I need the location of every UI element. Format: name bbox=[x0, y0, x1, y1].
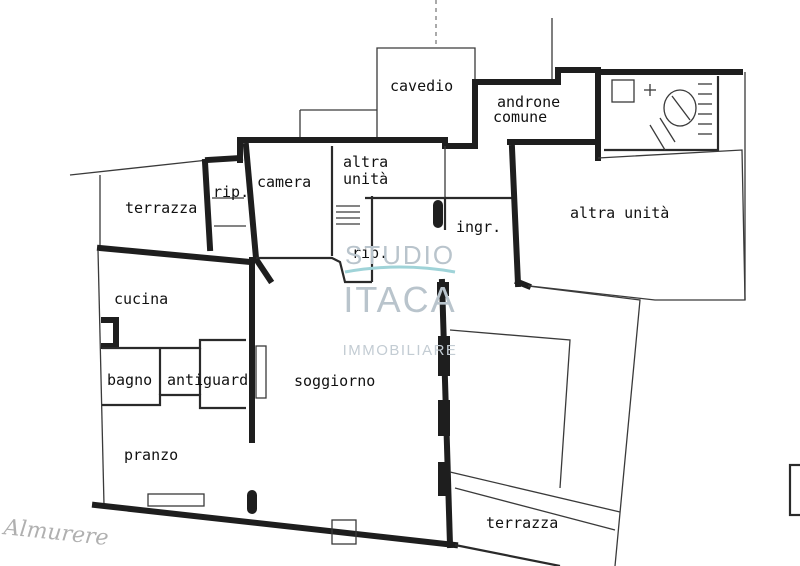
label-guard: guard bbox=[203, 371, 248, 389]
label-cucina: cucina bbox=[114, 290, 168, 308]
label-anti: anti bbox=[167, 371, 203, 389]
watermark: STUDIO ITACA IMMOBILIARE bbox=[343, 240, 458, 359]
stamp-handwriting: Almurere bbox=[1, 515, 110, 551]
label-androne: androne bbox=[497, 93, 560, 111]
label-terrazza-upper: terrazza bbox=[125, 199, 197, 217]
label-cavedio: cavedio bbox=[390, 77, 453, 95]
label-comune: comune bbox=[493, 108, 547, 126]
label-terrazza-lower: terrazza bbox=[486, 514, 558, 532]
edge-frame bbox=[788, 463, 800, 517]
upper-block-walls bbox=[299, 18, 746, 300]
label-bagno: bagno bbox=[107, 371, 152, 389]
watermark-immobiliare: IMMOBILIARE bbox=[343, 342, 458, 359]
label-soggiorno: soggiorno bbox=[294, 372, 375, 390]
label-pranzo: pranzo bbox=[124, 446, 178, 464]
label-rip-upper: rip. bbox=[213, 183, 249, 201]
label-altra: altra bbox=[343, 153, 388, 171]
label-altra-unita-east: altra unità bbox=[570, 204, 669, 222]
stairwell bbox=[611, 79, 712, 151]
label-camera: camera bbox=[257, 173, 311, 191]
watermark-itaca: ITACA bbox=[343, 279, 456, 320]
label-unita: unità bbox=[343, 170, 388, 188]
watermark-studio: STUDIO bbox=[345, 240, 455, 270]
label-rip-lower: rip. bbox=[352, 244, 388, 262]
label-ingr: ingr. bbox=[456, 218, 501, 236]
room-labels: cavedio androne comune camera altra unit… bbox=[107, 77, 669, 532]
